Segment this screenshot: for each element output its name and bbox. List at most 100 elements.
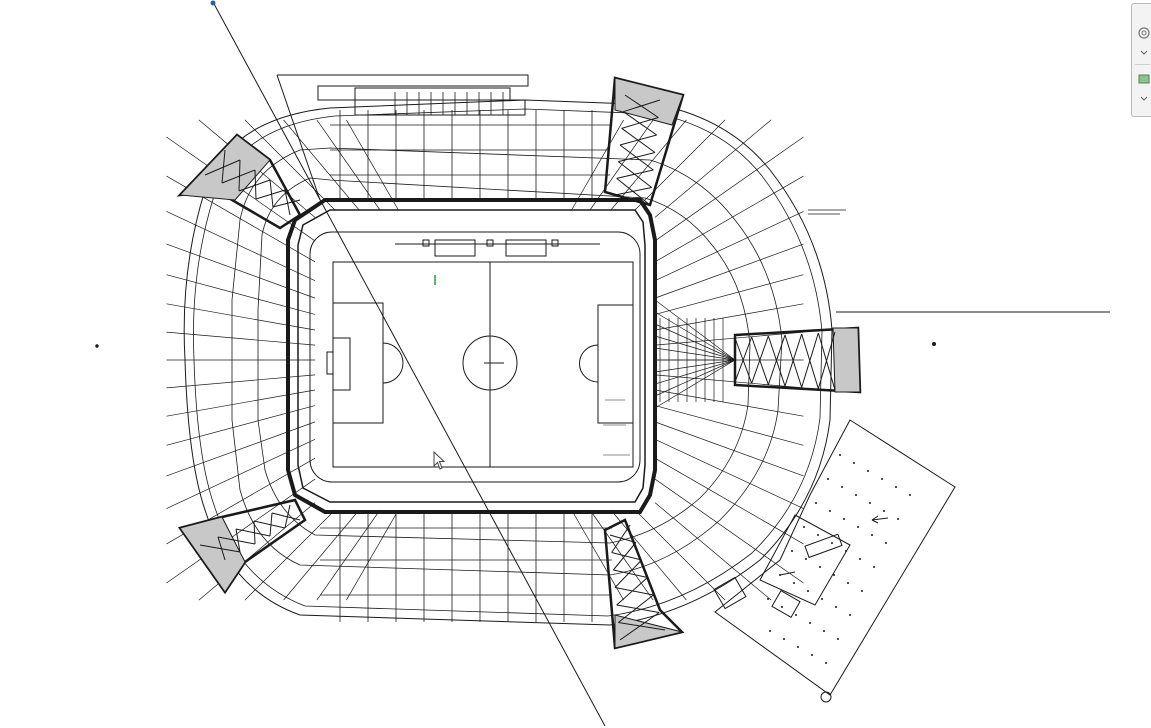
pitch-outline bbox=[332, 261, 634, 468]
truss-diagonal bbox=[817, 331, 836, 389]
stand-radial bbox=[166, 211, 316, 282]
truss-diagonal bbox=[621, 117, 659, 129]
stand-radial bbox=[654, 175, 804, 263]
truss-diagonal bbox=[616, 169, 654, 179]
east-fan-line bbox=[654, 311, 736, 361]
section-line[interactable] bbox=[212, 1, 606, 727]
truss-diagonal bbox=[217, 536, 226, 561]
bench-right bbox=[505, 239, 547, 257]
stand-radial bbox=[589, 119, 654, 211]
stand-radial bbox=[634, 509, 726, 601]
bench-marker-2 bbox=[486, 239, 494, 247]
parking-dot bbox=[811, 654, 813, 656]
stand-radial bbox=[654, 331, 804, 346]
annex-building bbox=[759, 514, 851, 606]
parking-dot bbox=[821, 598, 823, 600]
navigation-bar[interactable] bbox=[1131, 3, 1151, 117]
truss-diagonal bbox=[221, 149, 226, 184]
south-stand-grid bbox=[320, 514, 612, 622]
roof-trusses bbox=[176, 76, 862, 650]
chevron-down-icon[interactable] bbox=[1136, 42, 1151, 64]
truss-diagonal bbox=[199, 544, 241, 553]
zoom-region-icon[interactable] bbox=[1136, 68, 1151, 90]
stand-band-2 bbox=[257, 177, 751, 544]
pitch-surround bbox=[309, 231, 641, 483]
point-mark-west bbox=[95, 344, 99, 348]
parking-dot bbox=[885, 542, 887, 544]
truss-diagonal bbox=[611, 524, 631, 553]
parking-dot bbox=[847, 582, 849, 584]
parking-dot bbox=[873, 566, 875, 568]
truss-diagonal bbox=[238, 159, 241, 192]
bench-left bbox=[434, 239, 476, 257]
truss-diagonal bbox=[614, 587, 654, 596]
annex-arrow bbox=[871, 517, 889, 521]
annex-outline bbox=[714, 419, 956, 696]
top-building-detail bbox=[394, 92, 504, 115]
truss-diagonal bbox=[612, 542, 637, 571]
stand-radial bbox=[166, 303, 316, 331]
centre-circle bbox=[462, 335, 518, 391]
stand-radial bbox=[166, 421, 316, 477]
truss-diagonal bbox=[269, 512, 273, 537]
bench-marker-3 bbox=[551, 239, 559, 247]
steering-wheel-icon[interactable] bbox=[1136, 22, 1151, 44]
left-goal bbox=[326, 351, 334, 375]
truss-diagonal bbox=[611, 552, 642, 561]
roof-truss bbox=[603, 518, 685, 650]
outer-roof-edge bbox=[183, 99, 833, 626]
stand-radial bbox=[654, 136, 804, 242]
truss-diagonal bbox=[217, 536, 256, 545]
stand-radial bbox=[283, 119, 360, 211]
truss-diagonal bbox=[253, 520, 286, 529]
section-line-grip[interactable] bbox=[210, 0, 216, 6]
left-penalty-arc bbox=[382, 342, 404, 384]
parking-dot bbox=[825, 662, 827, 664]
stand-radial bbox=[634, 119, 726, 211]
parking-dot bbox=[883, 510, 885, 512]
chevron-down-icon[interactable] bbox=[1136, 88, 1151, 110]
truss-diagonal bbox=[238, 179, 271, 192]
parking-dot bbox=[853, 462, 855, 464]
east-fan-line bbox=[654, 359, 736, 397]
stand-band-1 bbox=[231, 147, 783, 576]
parking-dot bbox=[859, 558, 861, 560]
truss-diagonal bbox=[609, 534, 636, 543]
stand-radial bbox=[166, 478, 316, 584]
nav-divider bbox=[1135, 64, 1150, 65]
truss-diagonal bbox=[614, 559, 643, 588]
point-mark-east bbox=[932, 342, 936, 346]
mouse-cursor-icon bbox=[433, 451, 446, 470]
annex-arrow-2 bbox=[779, 571, 796, 576]
stand-radial bbox=[654, 303, 804, 331]
parking-dot bbox=[827, 478, 829, 480]
parking-dot bbox=[835, 606, 837, 608]
stand-radial bbox=[654, 243, 804, 299]
stand-radial bbox=[166, 274, 316, 315]
truss-diagonal bbox=[284, 504, 291, 529]
truss-diagonal bbox=[619, 134, 657, 146]
bench-marker-1 bbox=[422, 239, 430, 247]
right-penalty-box bbox=[597, 304, 634, 424]
truss-head bbox=[614, 614, 683, 649]
truss-diagonal bbox=[616, 604, 660, 613]
left-goal-box bbox=[332, 337, 351, 391]
parking-dot bbox=[815, 502, 817, 504]
annex-room-1 bbox=[804, 533, 843, 559]
truss-diagonal bbox=[269, 179, 274, 208]
east-entrance-fan bbox=[654, 299, 736, 409]
parking-dot bbox=[805, 558, 807, 560]
parking-dot bbox=[871, 534, 873, 536]
north-stand-grid bbox=[330, 110, 610, 198]
east-fan-line bbox=[654, 359, 736, 373]
parking-dot bbox=[783, 638, 785, 640]
parking-dot bbox=[803, 526, 805, 528]
east-fan-line bbox=[654, 359, 736, 385]
stand-radial bbox=[654, 421, 804, 477]
truss-diagonal bbox=[767, 334, 786, 385]
parking-dot bbox=[809, 622, 811, 624]
parking-dot bbox=[795, 614, 797, 616]
parking-dot bbox=[837, 638, 839, 640]
